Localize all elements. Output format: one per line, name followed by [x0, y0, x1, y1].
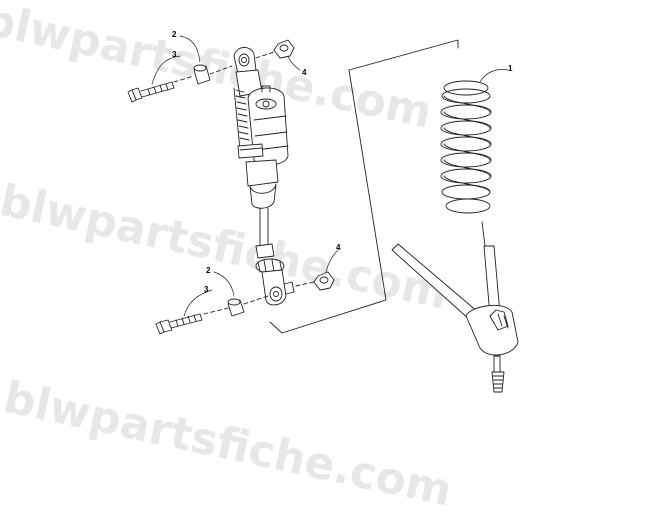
callout-bushing-bottom: 2 [206, 266, 211, 275]
leader-lines [151, 35, 509, 317]
parts-diagram: blwpartsfiche.com blwpartsfiche.com blwp… [0, 0, 519, 517]
callout-bushing-top: 2 [172, 30, 177, 39]
exploded-view-drawing [127, 35, 519, 393]
callout-nut-top: 4 [302, 68, 307, 77]
bottom-nut [313, 271, 335, 291]
a-arm [391, 243, 519, 393]
top-nut [273, 39, 295, 59]
callout-nut-bottom: 4 [336, 243, 341, 252]
callout-spring: 1 [508, 64, 513, 73]
callout-bolt-top: 3 [172, 50, 177, 59]
bottom-bolt [155, 313, 203, 335]
shock-absorber [233, 47, 295, 306]
coil-spring [440, 80, 492, 214]
top-bolt [127, 81, 175, 103]
assembly-bracket-line-lower [269, 69, 387, 334]
top-bushing [193, 64, 211, 85]
bottom-bushing [227, 298, 245, 317]
callout-bolt-bottom: 3 [204, 285, 209, 294]
assembly-bracket-line [348, 39, 459, 71]
